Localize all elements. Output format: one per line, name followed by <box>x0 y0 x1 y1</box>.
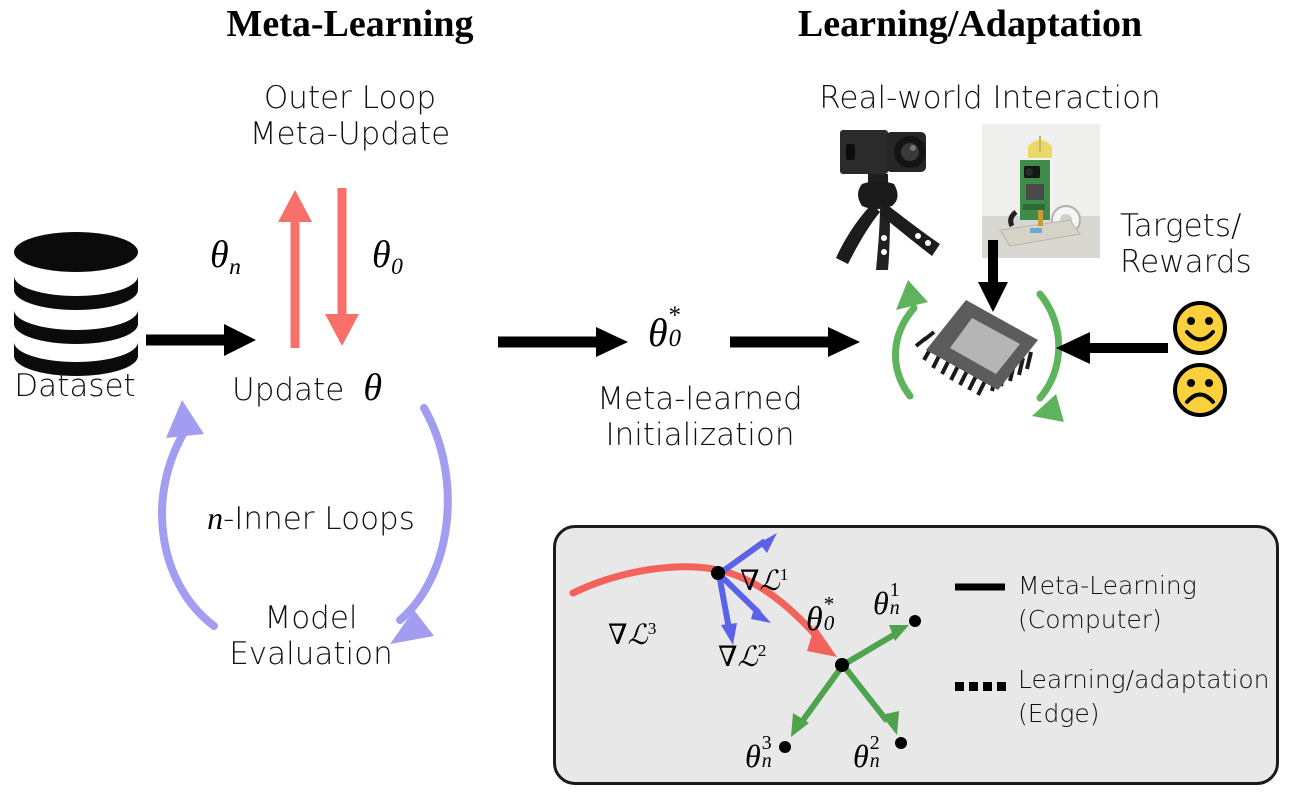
camera-tripod-photo <box>818 118 958 280</box>
targets-label-line1: Targets/ <box>1120 208 1242 244</box>
inner-loops-n: n <box>207 500 224 536</box>
left-transfer-arrow <box>498 327 630 357</box>
legend-item-learning-adaptation-line1: Learning/adaptation <box>1018 665 1270 694</box>
gradient-label-3: ∇ℒ3 <box>608 619 657 651</box>
dataset-to-update-arrow <box>146 323 258 357</box>
meta-learned-theta-star: θ*0 <box>648 302 682 355</box>
meta-learned-caption-line1: Meta-learned <box>597 381 803 417</box>
real-world-interaction-label: Real-world Interaction <box>819 80 1161 116</box>
theta-symbol: θ <box>363 367 383 409</box>
sad-face-icon <box>1172 362 1228 418</box>
meta-learned-caption-line2: Initialization <box>605 417 795 453</box>
inset-theta-star-label: θ*0 <box>806 592 835 638</box>
wheeled-robot-photo <box>982 124 1100 258</box>
right-transfer-arrow <box>730 327 862 357</box>
legend-item-meta-learning-line1: Meta-Learning <box>1018 571 1197 600</box>
model-evaluation-line1: Model <box>264 600 358 636</box>
outer-loop-label-line2: Meta-Update <box>249 116 451 152</box>
legend-item-meta-learning-line2: (Computer) <box>1018 605 1162 634</box>
column-title-learning-adaptation: Learning/Adaptation <box>797 3 1143 45</box>
update-theta-label: Update θ <box>232 366 382 410</box>
theta-n-label: θn <box>210 234 241 281</box>
model-evaluation-line2: Evaluation <box>229 636 393 672</box>
targets-label-line2: Rewards <box>1120 244 1252 280</box>
update-word: Update <box>232 372 345 408</box>
database-icon <box>12 230 140 376</box>
rewards-to-chip-arrow <box>1056 332 1168 364</box>
outer-loop-label-line1: Outer Loop <box>263 80 437 116</box>
inner-loops-text: -Inner Loops <box>223 501 415 537</box>
legend-item-learning-adaptation-line2: (Edge) <box>1018 699 1100 728</box>
optimization-landscape-inset <box>553 525 1279 785</box>
gradient-label-2: ∇ℒ2 <box>718 641 767 673</box>
happy-face-icon <box>1172 300 1228 356</box>
microchip-icon <box>888 278 1070 422</box>
inner-loops-label: n-Inner Loops <box>176 500 446 537</box>
column-title-meta-learning: Meta-Learning <box>226 3 474 45</box>
dataset-label: Dataset <box>14 368 136 404</box>
inner-loop-arc <box>152 398 462 648</box>
red-up-arrow <box>278 190 312 348</box>
meta-update-arrows <box>276 188 372 348</box>
gradient-label-1: ∇ℒ1 <box>740 565 789 597</box>
red-down-arrow <box>325 188 359 346</box>
theta-0-label: θ0 <box>372 234 403 281</box>
interaction-to-chip-arrow <box>978 240 1008 314</box>
